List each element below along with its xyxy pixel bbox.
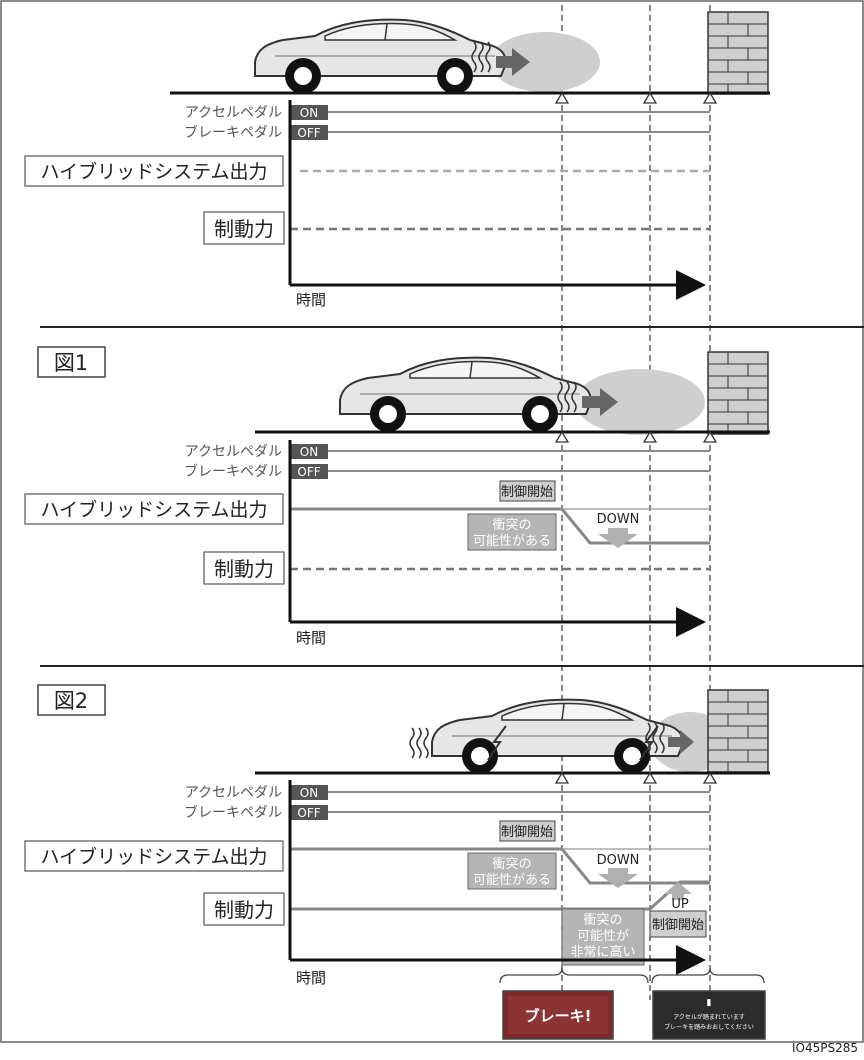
collision-possible-line2: 可能性がある <box>473 534 551 549</box>
display-message-1: アクセルが踏まれています <box>673 1013 745 1021</box>
off-badge: OFF <box>297 126 320 140</box>
car-icon <box>431 698 684 775</box>
car-icon <box>254 18 507 95</box>
hybrid-output-label: ハイブリッドシステム出力 <box>40 498 267 521</box>
wall-icon <box>707 351 769 435</box>
braking-force-label: 制動力 <box>214 217 274 241</box>
wall-icon <box>707 11 769 95</box>
accelerator-warning-screen <box>652 990 766 1040</box>
control-start-tag: 制御開始 <box>501 825 553 840</box>
collision-high-line3: 非常に高い <box>570 944 635 960</box>
time-label: 時間 <box>296 629 326 647</box>
collision-possible-line1: 衝突の <box>492 517 531 533</box>
panel-fig2: 図2 アクセルペダル ON ブレーキペダル OFF 制御開始 ハイブリッドシステ… <box>24 684 770 1040</box>
down-label: DOWN <box>597 512 640 527</box>
figure-code: IO45PS285 <box>792 1041 858 1055</box>
off-badge: OFF <box>297 806 320 820</box>
brace-2 <box>651 967 765 984</box>
pedal-icon: ▮ <box>707 998 712 1008</box>
time-label: 時間 <box>296 969 326 987</box>
control-start-tag-2: 制御開始 <box>652 918 704 933</box>
up-label: UP <box>671 897 689 912</box>
display-message-2: ブレーキを踏みおおしてください <box>664 1023 754 1031</box>
down-label: DOWN <box>597 853 640 868</box>
accelerator-label: アクセルペダル <box>185 444 282 460</box>
wall-icon <box>707 689 769 773</box>
panel-initial: アクセルペダル ON ブレーキペダル OFF ハイブリッドシステム出力 制動力 … <box>24 11 770 309</box>
hybrid-output-label: ハイブリッドシステム出力 <box>40 845 267 868</box>
brake-warning-text: ブレーキ! <box>525 1007 592 1025</box>
control-start-tag: 制御開始 <box>501 485 553 500</box>
braking-force-label: 制動力 <box>214 557 274 581</box>
collision-high-line2: 可能性が <box>577 929 629 944</box>
on-badge: ON <box>300 445 318 459</box>
off-badge: OFF <box>297 465 320 479</box>
time-marker-lines <box>561 5 711 1000</box>
braking-force-label: 制動力 <box>214 898 274 922</box>
brace-1 <box>499 967 649 984</box>
on-badge: ON <box>300 786 318 800</box>
collision-possible-line1: 衝突の <box>492 856 531 872</box>
hybrid-output-label: ハイブリッドシステム出力 <box>40 160 267 183</box>
brake-label: ブレーキペダル <box>184 804 282 821</box>
time-label: 時間 <box>296 291 326 309</box>
collision-high-line1: 衝突の <box>583 912 622 928</box>
figure-2-label: 図2 <box>54 689 88 713</box>
accelerator-label: アクセルペダル <box>185 105 282 121</box>
collision-possible-line2: 可能性がある <box>473 873 551 888</box>
car-icon <box>339 356 592 433</box>
brake-label: ブレーキペダル <box>184 463 282 480</box>
accelerator-label: アクセルペダル <box>185 785 282 801</box>
on-badge: ON <box>300 106 318 120</box>
panel-fig1: 図1 アクセルペダル ON ブレーキペダル OFF 制御開始 ハイブリッドシステ… <box>24 346 770 647</box>
brake-label: ブレーキペダル <box>184 124 282 141</box>
figure-1-label: 図1 <box>54 351 88 375</box>
